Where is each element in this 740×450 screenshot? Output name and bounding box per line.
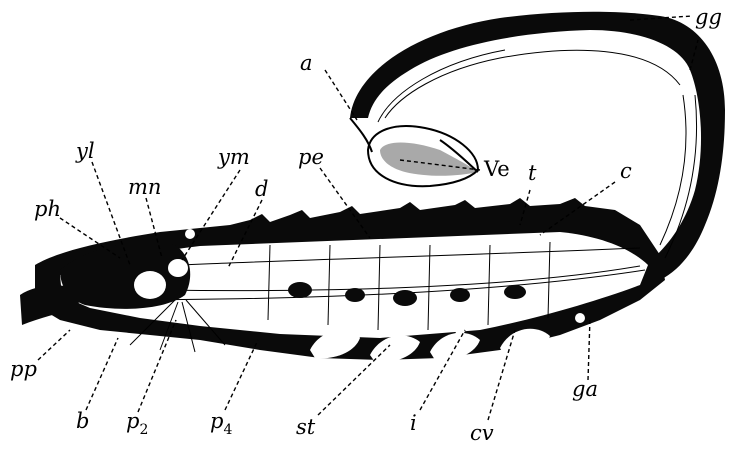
label-ym: ym	[217, 145, 250, 169]
label-pe: pe	[298, 145, 324, 169]
label-ve: Ve	[483, 157, 510, 181]
label-i: i	[410, 411, 417, 435]
label-d: d	[255, 177, 268, 201]
label-p2: p2	[126, 409, 148, 438]
label-a: a	[300, 51, 313, 75]
label-st: st	[296, 415, 316, 439]
label-cv: cv	[470, 421, 494, 445]
body	[20, 198, 665, 362]
label-gg: gg	[695, 5, 722, 29]
label-pp: pp	[10, 357, 37, 381]
label-yl: yl	[75, 139, 95, 163]
vesicle	[350, 118, 478, 186]
label-mn: mn	[128, 175, 161, 199]
label-t: t	[528, 161, 537, 185]
label-p4: p4	[210, 409, 232, 438]
label-ph: ph	[34, 197, 61, 221]
label-c: c	[620, 159, 632, 183]
label-b: b	[76, 409, 89, 433]
label-ga: ga	[572, 377, 598, 401]
